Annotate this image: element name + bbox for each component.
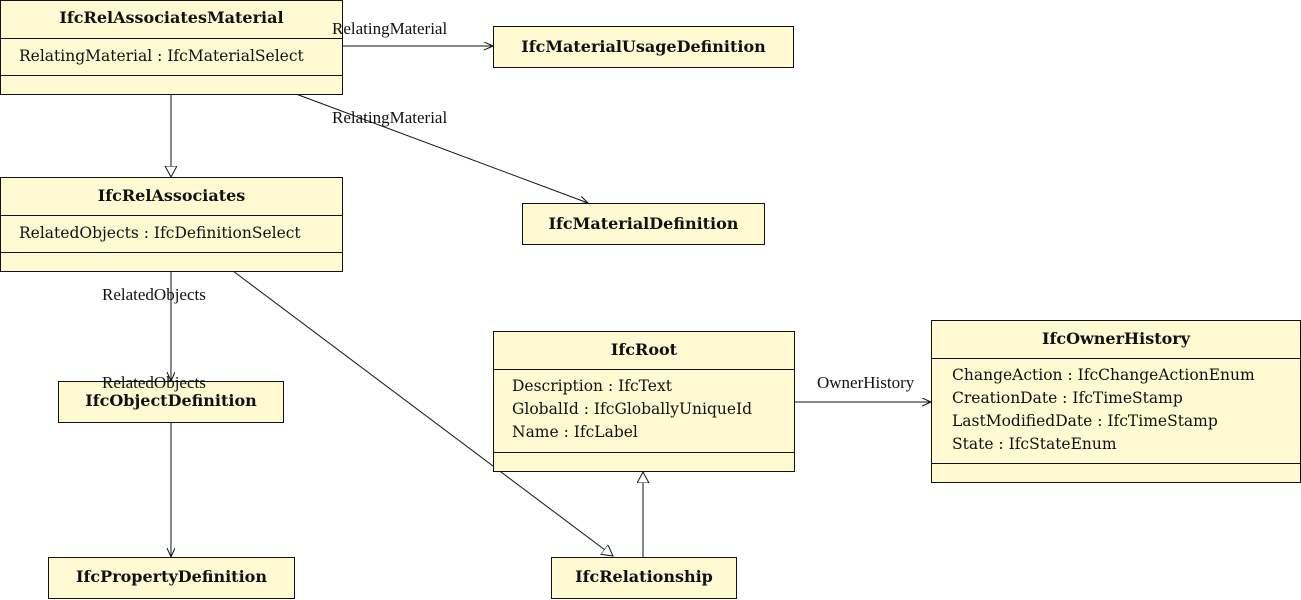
class-name: IfcRelAssociates [97, 186, 246, 205]
attribute: State : IfcStateEnum [952, 435, 1117, 453]
attribute-list: RelatingMaterial : IfcMaterialSelect [19, 45, 304, 68]
class-ifc-root[interactable]: IfcRoot Description : IfcText GlobalId :… [493, 331, 795, 472]
class-name: IfcPropertyDefinition [76, 567, 267, 586]
class-name: IfcOwnerHistory [1041, 329, 1191, 348]
class-name: IfcRelAssociatesMaterial [59, 8, 284, 27]
class-ifc-relationship[interactable]: IfcRelationship [551, 557, 737, 599]
edge-label-related-objects: RelatedObjects [102, 373, 206, 392]
attribute-list: RelatedObjects : IfcDefinitionSelect [19, 222, 301, 245]
edge-generalization-relationship [232, 270, 613, 556]
class-ifc-material-usage-definition[interactable]: IfcMaterialUsageDefinition [493, 26, 794, 68]
class-name: IfcMaterialDefinition [548, 214, 739, 233]
attribute: GlobalId : IfcGloballyUniqueId [512, 400, 753, 418]
class-name: IfcRoot [610, 340, 678, 359]
attribute: CreationDate : IfcTimeStamp [952, 389, 1183, 407]
attribute-list: Description : IfcText GlobalId : IfcGlob… [512, 375, 752, 444]
attribute: RelatedObjects : IfcDefinitionSelect [19, 224, 301, 242]
class-ifc-object-definition[interactable]: IfcObjectDefinition [58, 381, 284, 423]
class-ifc-material-definition[interactable]: IfcMaterialDefinition [522, 203, 765, 245]
class-name: IfcMaterialUsageDefinition [521, 37, 766, 56]
class-ifc-owner-history[interactable]: IfcOwnerHistory ChangeAction : IfcChange… [931, 320, 1301, 483]
edge-label-owner-history: OwnerHistory [817, 373, 915, 392]
edge-label-related-objects: RelatedObjects [102, 285, 206, 304]
class-ifc-rel-associates[interactable]: IfcRelAssociates RelatedObjects : IfcDef… [0, 177, 343, 272]
class-ifc-property-definition[interactable]: IfcPropertyDefinition [48, 557, 295, 599]
edge-label-relating-material: RelatingMaterial [332, 108, 448, 127]
class-ifc-rel-associates-material[interactable]: IfcRelAssociatesMaterial RelatingMateria… [0, 0, 343, 95]
attribute: Name : IfcLabel [512, 423, 638, 441]
attribute: ChangeAction : IfcChangeActionEnum [952, 366, 1255, 384]
class-name: IfcRelationship [575, 567, 713, 586]
class-name: IfcObjectDefinition [85, 391, 257, 410]
attribute: RelatingMaterial : IfcMaterialSelect [19, 47, 304, 65]
edge-label-relating-material: RelatingMaterial [332, 19, 448, 38]
attribute: Description : IfcText [512, 377, 672, 395]
attribute: LastModifiedDate : IfcTimeStamp [952, 412, 1218, 430]
attribute-list: ChangeAction : IfcChangeActionEnum Creat… [952, 364, 1255, 456]
edge-relating-material-definition [295, 93, 588, 203]
